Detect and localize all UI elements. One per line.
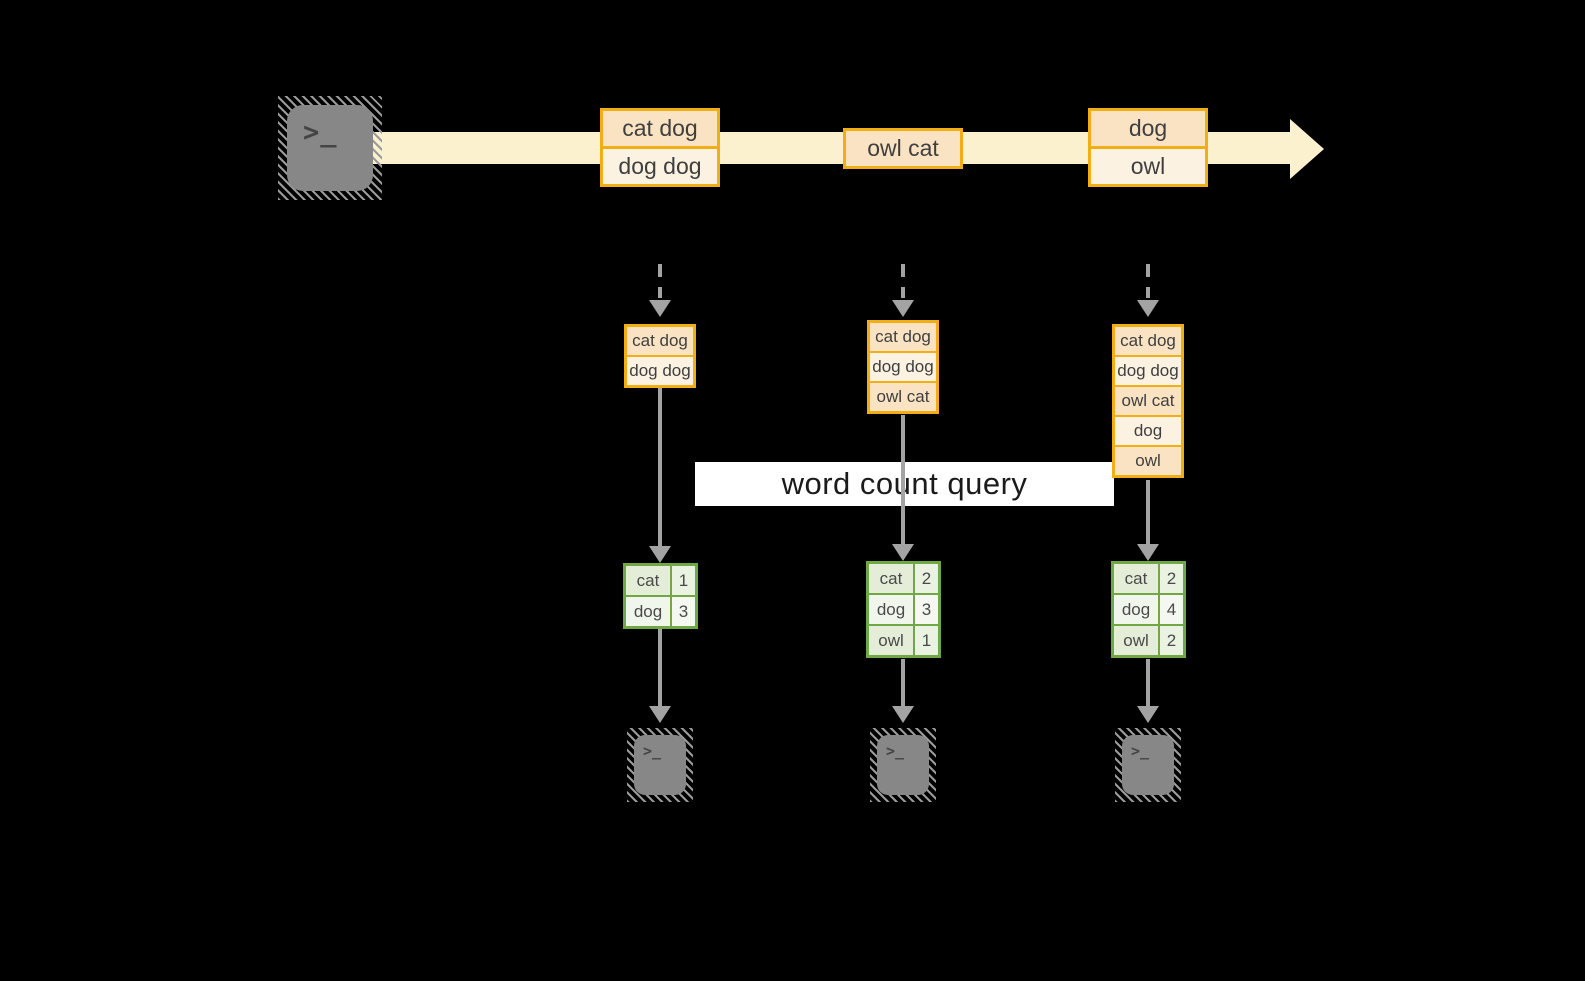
stream-event-batch-1: cat dog dog dog [600,108,720,187]
stack-row: cat dog [1115,327,1181,355]
record-stack-3: cat dog dog dog owl cat dog owl [1112,324,1184,478]
table-cell-count: 1 [915,626,938,655]
stack-row: cat dog [870,323,936,351]
stack-row: cat dog [627,327,693,355]
terminal-screen: >_ [634,735,686,795]
output-arrowhead-icon [1137,706,1159,723]
table-cell-word: dog [1114,595,1160,624]
record-stack-2: cat dog dog dog owl cat [867,320,939,414]
query-arrowhead-icon [649,546,671,563]
ingest-arrowhead-icon [892,300,914,317]
table-cell-word: dog [869,595,915,624]
stream-arrowhead-icon [1290,119,1324,179]
table-row: dog 3 [626,595,695,626]
terminal-sink-icon: >_ [627,728,693,802]
ingest-arrowhead-icon [1137,300,1159,317]
record-stack-1: cat dog dog dog [624,324,696,388]
query-arrow [901,415,905,544]
terminal-screen: >_ [877,735,929,795]
table-row: cat 2 [869,564,938,593]
stack-row: dog [1115,415,1181,445]
count-table-3: cat 2 dog 4 owl 2 [1111,561,1186,658]
query-arrow [1146,480,1150,544]
stream-record: owl cat [846,131,960,166]
terminal-sink-icon: >_ [870,728,936,802]
terminal-prompt-glyph: >_ [303,117,338,148]
table-cell-count: 3 [672,597,695,626]
count-table-1: cat 1 dog 3 [623,563,698,629]
terminal-prompt-glyph: >_ [1131,742,1150,760]
stack-row: dog dog [627,355,693,385]
stream-record: owl [1091,146,1205,184]
table-cell-word: owl [1114,626,1160,655]
stream-event-batch-2: owl cat [843,128,963,169]
stack-row: dog dog [870,351,936,381]
stack-row: owl cat [870,381,936,411]
table-row: owl 1 [869,624,938,655]
terminal-prompt-glyph: >_ [886,742,905,760]
table-cell-word: owl [869,626,915,655]
query-arrowhead-icon [892,544,914,561]
terminal-source-icon: >_ [278,96,382,200]
stream-record: dog dog [603,146,717,184]
table-cell-word: cat [626,566,672,595]
stack-row: owl [1115,445,1181,475]
table-cell-count: 1 [672,566,695,595]
table-cell-count: 2 [1160,626,1183,655]
stack-row: dog dog [1115,355,1181,385]
table-row: cat 2 [1114,564,1183,593]
output-arrow [901,659,905,706]
stack-row: owl cat [1115,385,1181,415]
count-table-2: cat 2 dog 3 owl 1 [866,561,941,658]
table-row: owl 2 [1114,624,1183,655]
table-cell-count: 2 [1160,564,1183,593]
output-arrowhead-icon [649,706,671,723]
output-arrowhead-icon [892,706,914,723]
terminal-screen: >_ [1122,735,1174,795]
query-arrowhead-icon [1137,544,1159,561]
table-cell-count: 4 [1160,595,1183,624]
ingest-arrow-dash [658,264,662,298]
terminal-screen: >_ [287,105,373,191]
table-cell-word: dog [626,597,672,626]
terminal-prompt-glyph: >_ [643,742,662,760]
stream-record: cat dog [603,111,717,146]
ingest-arrow-dash [901,264,905,298]
output-arrow [1146,659,1150,706]
table-row: dog 3 [869,593,938,624]
terminal-sink-icon: >_ [1115,728,1181,802]
table-cell-count: 3 [915,595,938,624]
ingest-arrowhead-icon [649,300,671,317]
table-cell-count: 2 [915,564,938,593]
table-row: dog 4 [1114,593,1183,624]
table-cell-word: cat [869,564,915,593]
table-row: cat 1 [626,566,695,595]
stream-event-batch-3: dog owl [1088,108,1208,187]
output-arrow [658,629,662,706]
table-cell-word: cat [1114,564,1160,593]
query-arrow [658,387,662,546]
stream-record: dog [1091,111,1205,146]
ingest-arrow-dash [1146,264,1150,298]
